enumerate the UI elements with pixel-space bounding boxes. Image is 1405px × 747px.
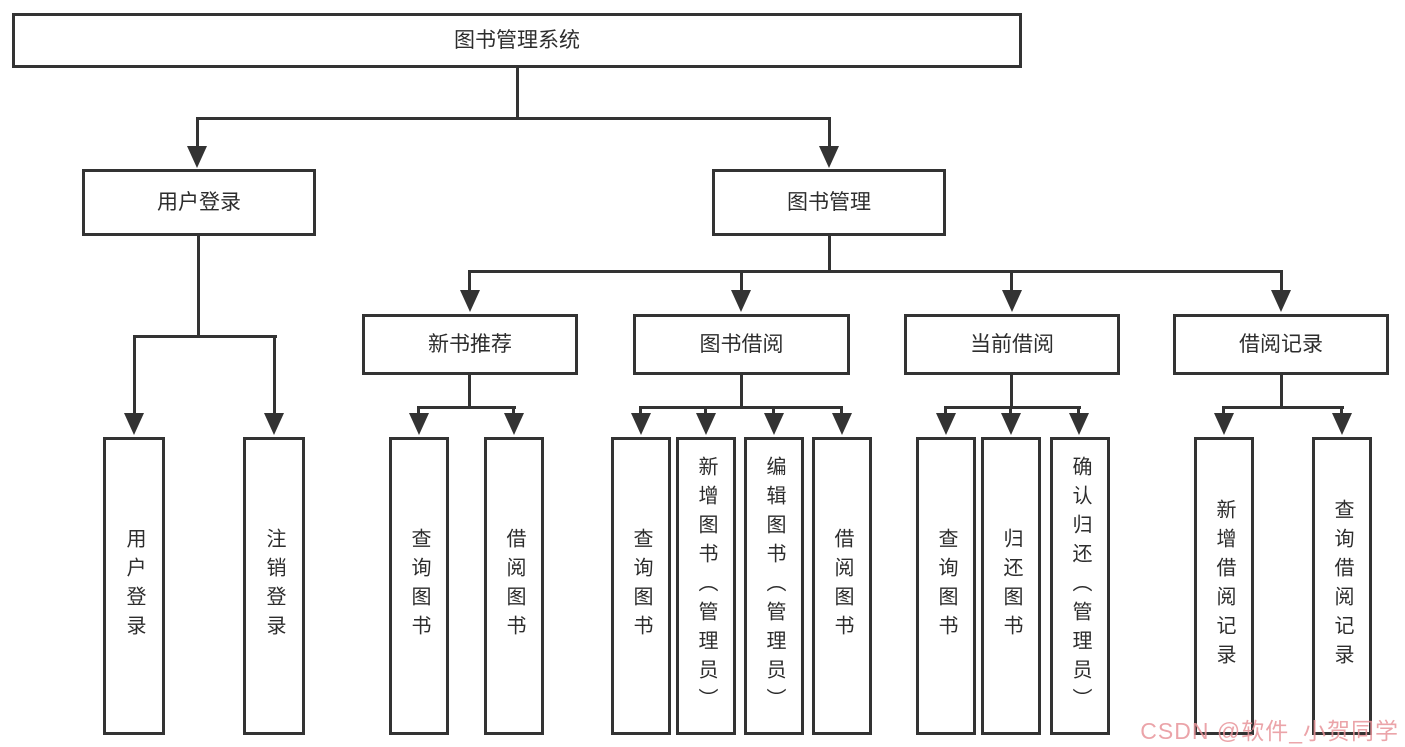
connector-line (516, 66, 519, 120)
node-leaf-confirm-return: 确认归还（管理员） (1050, 437, 1110, 735)
arrow-down-icon (731, 290, 751, 312)
connector-line (1340, 406, 1343, 416)
node-root: 图书管理系统 (12, 13, 1022, 68)
connector-line (1010, 270, 1013, 296)
arrow-down-icon (504, 413, 524, 435)
arrow-down-icon (832, 413, 852, 435)
node-leaf-logout: 注销登录 (243, 437, 305, 735)
node-current-borrow: 当前借阅 (904, 314, 1120, 375)
connector-line (417, 406, 516, 409)
connector-line (772, 406, 775, 416)
connector-line (1222, 406, 1344, 409)
connector-line (704, 406, 707, 416)
arrow-down-icon (1002, 290, 1022, 312)
arrow-down-icon (631, 413, 651, 435)
node-leaf-query-book-3: 查询图书 (916, 437, 976, 735)
node-leaf-add-book: 新增图书（管理员） (676, 437, 736, 735)
connector-line (1010, 372, 1013, 408)
csdn-watermark: CSDN @软件_小贺同学 (1140, 718, 1399, 744)
connector-line (1077, 406, 1080, 416)
node-user-login: 用户登录 (82, 169, 316, 236)
arrow-down-icon (460, 290, 480, 312)
node-book-mgmt: 图书管理 (712, 169, 946, 236)
arrow-down-icon (1332, 413, 1352, 435)
arrow-down-icon (764, 413, 784, 435)
node-leaf-user-login: 用户登录 (103, 437, 165, 735)
connector-line (133, 335, 277, 338)
connector-line (196, 117, 199, 150)
connector-line (639, 406, 642, 416)
connector-line (1280, 270, 1283, 296)
connector-line (828, 117, 831, 150)
node-leaf-query-record: 查询借阅记录 (1312, 437, 1372, 735)
arrow-down-icon (1001, 413, 1021, 435)
arrow-down-icon (1271, 290, 1291, 312)
connector-line (1280, 372, 1283, 408)
connector-line (1222, 406, 1225, 416)
connector-line (740, 270, 743, 296)
connector-line (468, 270, 1283, 273)
node-book-borrow: 图书借阅 (633, 314, 850, 375)
connector-line (273, 335, 276, 417)
arrow-down-icon (696, 413, 716, 435)
connector-line (417, 406, 420, 416)
connector-line (740, 372, 743, 408)
connector-line (196, 117, 831, 120)
connector-line (197, 234, 200, 338)
arrow-down-icon (819, 146, 839, 168)
node-leaf-edit-book: 编辑图书（管理员） (744, 437, 804, 735)
arrow-down-icon (936, 413, 956, 435)
node-leaf-query-book-1: 查询图书 (389, 437, 449, 735)
node-borrow-records: 借阅记录 (1173, 314, 1389, 375)
arrow-down-icon (1214, 413, 1234, 435)
arrow-down-icon (409, 413, 429, 435)
node-leaf-borrow-book-1: 借阅图书 (484, 437, 544, 735)
connector-line (828, 234, 831, 272)
connector-line (840, 406, 843, 416)
arrow-down-icon (124, 413, 144, 435)
node-leaf-borrow-book-2: 借阅图书 (812, 437, 872, 735)
connector-line (468, 372, 471, 408)
connector-line (639, 406, 843, 409)
arrow-down-icon (187, 146, 207, 168)
node-leaf-query-book-2: 查询图书 (611, 437, 671, 735)
node-new-book-recommend: 新书推荐 (362, 314, 578, 375)
connector-line (468, 270, 471, 296)
arrow-down-icon (1069, 413, 1089, 435)
connector-line (944, 406, 1081, 409)
connector-line (512, 406, 515, 416)
arrow-down-icon (264, 413, 284, 435)
connector-line (133, 335, 136, 417)
connector-line (1009, 406, 1012, 416)
node-leaf-return-book: 归还图书 (981, 437, 1041, 735)
node-leaf-add-record: 新增借阅记录 (1194, 437, 1254, 735)
connector-line (944, 406, 947, 416)
